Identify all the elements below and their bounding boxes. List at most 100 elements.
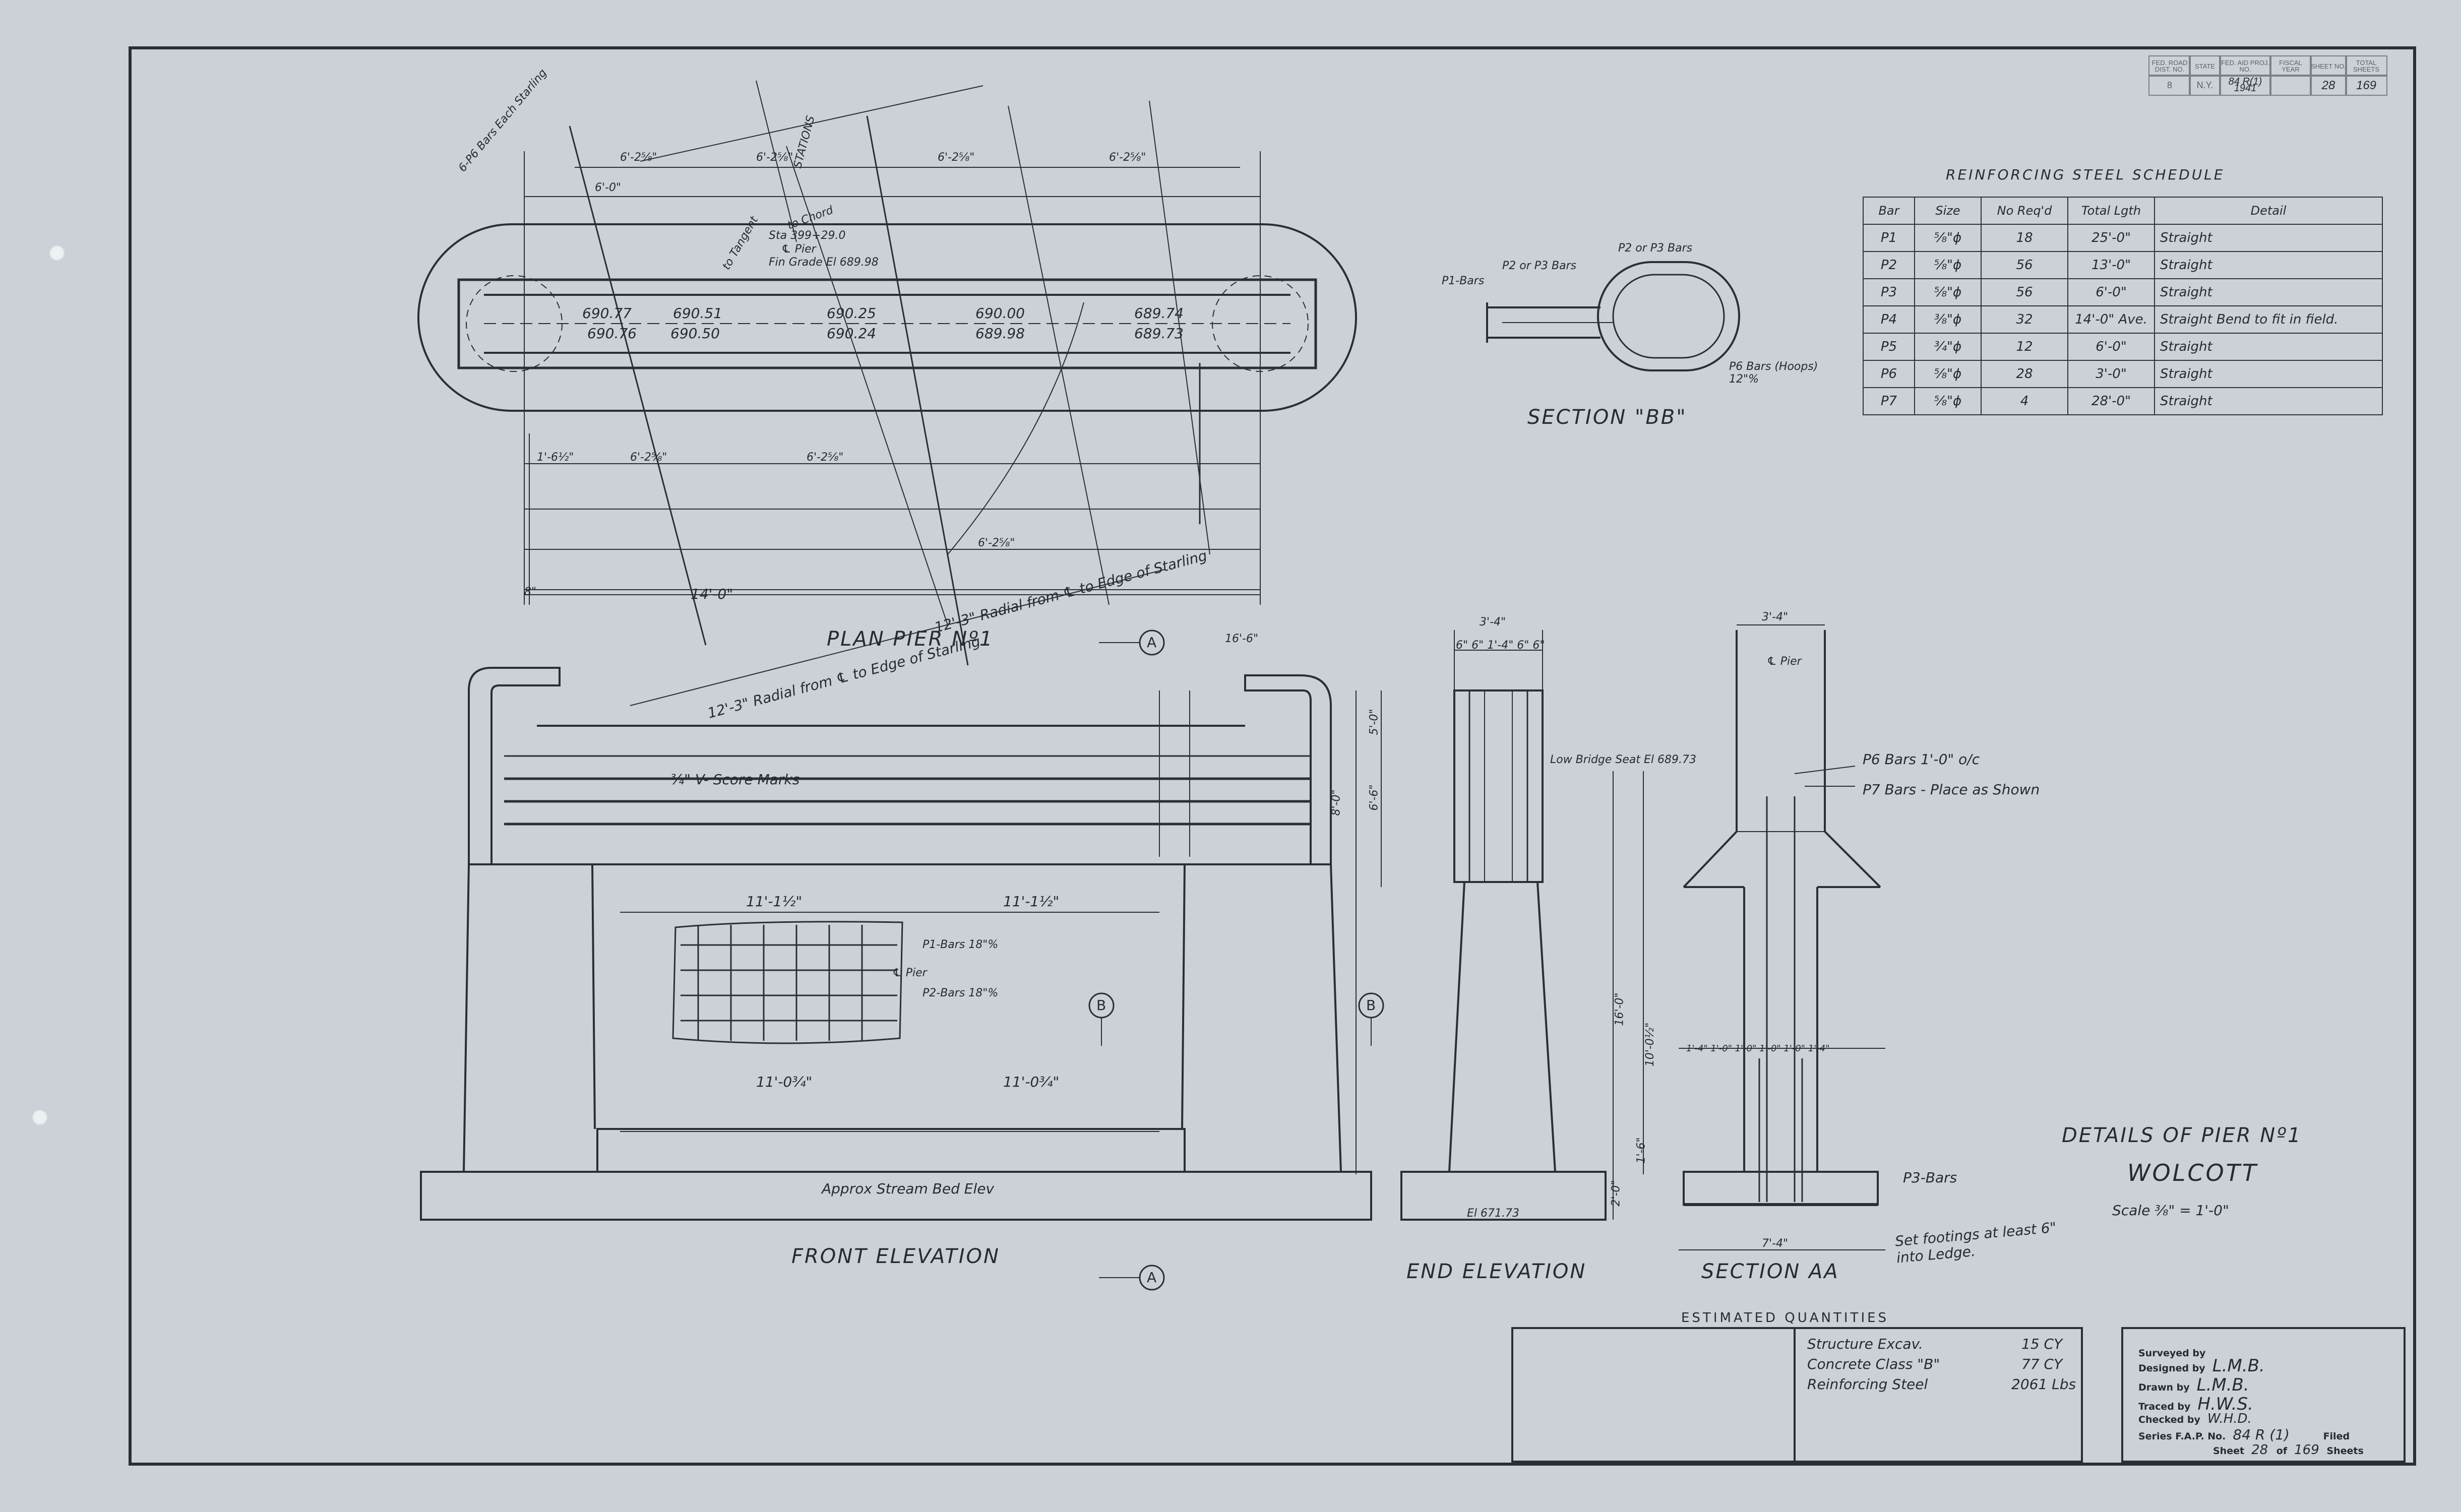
schedule-cell: P5 (1863, 333, 1915, 361)
schedule-cell: 32 (1981, 305, 2068, 334)
schedule-row: P1 ⅝"ϕ 18 25'-0" Straight (1863, 224, 2383, 252)
details-title: DETAILS OF PIER Nº1 (2062, 1124, 2302, 1147)
section-bb-p2p3-right: P2 or P3 Bars (1618, 242, 1693, 255)
section-aa-drawing (1679, 624, 1885, 1250)
tb-of-label: of (2276, 1445, 2288, 1457)
schedule-cell: 56 (1981, 278, 2068, 306)
end-sub-dims: 6" 6" 1'-4" 6" 6" (1456, 639, 1545, 652)
project-stamp: FED. ROAD DIST. NO. STATE FED. AID PROJ.… (2148, 55, 2390, 96)
stamp-value-2: 84 R(1) 1941 (2219, 75, 2271, 96)
plan-elev-2-4: 689.73 (1134, 325, 1184, 342)
schedule-row: P5 ¾"ϕ 12 6'-0" Straight (1863, 333, 2383, 361)
tb-checked: Checked by W.H.D. (2138, 1411, 2252, 1426)
schedule-cell: 28'-0" (2067, 387, 2155, 415)
tb-checked-label: Checked by (2138, 1414, 2200, 1425)
schedule-row: P7 ⅝"ϕ 4 28'-0" Straight (1863, 387, 2383, 415)
tb-series-label: Series F.A.P. No. (2138, 1431, 2226, 1442)
quantity-label-1: Concrete Class "B" (1807, 1356, 1940, 1372)
plan-elev-1-2: 690.25 (827, 305, 876, 322)
section-bb-drawing (1486, 261, 1740, 371)
section-bb-p2p3-left: P2 or P3 Bars (1502, 260, 1577, 272)
section-aa-dims: 1'-4" 1'-0" 1'-0" 1'-0" 1'-0" 1'-4" (1686, 1043, 1830, 1054)
schedule-cell: 3'-0" (2067, 360, 2155, 388)
schedule-cell: 56 (1981, 251, 2068, 279)
end-dim-1: 10'-0½" (1644, 1022, 1657, 1067)
tb-sheets-label: Sheets (2326, 1445, 2364, 1457)
end-dim-0: 16'-0" (1613, 992, 1626, 1026)
plan-bottom-dim-2: 6'-2⅝" (978, 537, 1015, 549)
tb-series: Series F.A.P. No.84 R (1) Filed (2138, 1426, 2350, 1443)
plan-elev-1-4: 689.74 (1134, 305, 1184, 322)
front-dim-right-1: 8'-0" (1330, 789, 1343, 816)
section-bb-title: SECTION "BB" (1527, 406, 1687, 429)
tb-surveyed-label: Surveyed by (2138, 1348, 2206, 1359)
section-aa-width: 7'-4" (1762, 1237, 1789, 1250)
tb-surveyed: Surveyed by (2138, 1341, 2212, 1361)
schedule-cell: P1 (1863, 224, 1915, 252)
section-bb-p6: P6 Bars (Hoops) 12"% (1729, 360, 1818, 386)
plan-pier-drawing (417, 80, 1357, 706)
section-bb-p1: P1-Bars (1442, 275, 1485, 287)
section-aa-p7: P7 Bars - Place as Shown (1863, 781, 2040, 798)
stamp-value-4: 28 (2310, 75, 2347, 96)
schedule-cell: 28 (1981, 360, 2068, 388)
section-aa-title: SECTION AA (1701, 1260, 1839, 1283)
front-elevation-title: FRONT ELEVATION (791, 1245, 1000, 1268)
schedule-cell: 6'-0" (2067, 333, 2155, 361)
plan-top-dim-3: 6'-2⅝" (1109, 151, 1146, 164)
schedule-header-length: Total Lgth (2067, 197, 2155, 225)
front-dim-bot-right: 11'-0¾" (1003, 1074, 1060, 1090)
schedule-cell: ⅝"ϕ (1914, 251, 1982, 279)
tb-total-value: 169 (2294, 1442, 2319, 1458)
front-dim-top-right: 11'-1½" (1003, 893, 1060, 910)
end-elevation-title: END ELEVATION (1406, 1260, 1587, 1283)
plan-top-dim-2: 6'-2⅝" (938, 151, 975, 164)
schedule-header-size: Size (1914, 197, 1982, 225)
tb-drawn-value: L.M.B. (2196, 1375, 2249, 1395)
plan-top-dim-0: 6'-2⅝" (620, 151, 657, 164)
front-elevation-drawing (420, 629, 1384, 1291)
section-aa-pier: ℄ Pier (1767, 655, 1802, 668)
schedule-cell: ⅝"ϕ (1914, 278, 1982, 306)
binder-hole-bottom (31, 1109, 48, 1126)
schedule-cell: ¾"ϕ (1914, 333, 1982, 361)
schedule-header-row: Bar Size No Req'd Total Lgth Detail (1863, 197, 2383, 225)
tb-drawn-label: Drawn by (2138, 1382, 2190, 1393)
section-aa-p3: P3-Bars (1903, 1169, 1957, 1186)
schedule-cell: ⅜"ϕ (1914, 305, 1982, 334)
tb-checked-value: W.H.D. (2207, 1411, 2252, 1426)
details-name: WOLCOTT (2127, 1159, 2258, 1186)
tb-series-value: 84 R (1) (2233, 1426, 2290, 1443)
end-top-dim: 3'-4" (1480, 616, 1506, 628)
schedule-cell: 25'-0" (2067, 224, 2155, 252)
plan-station: Sta 399+29.0 (769, 229, 846, 242)
stamp-header-2: FED. AID PROJ. NO. (2219, 55, 2271, 77)
front-dim-bot-left: 11'-0¾" (756, 1074, 813, 1090)
schedule-cell: Straight (2154, 251, 2383, 279)
section-aa-top-dim: 3'-4" (1762, 611, 1789, 623)
schedule-row: P6 ⅝"ϕ 28 3'-0" Straight (1863, 360, 2383, 388)
tb-designed-value: L.M.B. (2212, 1356, 2265, 1376)
plan-title: PLAN PIER Nº1 (827, 627, 994, 651)
schedule-row: P2 ⅝"ϕ 56 13'-0" Straight (1863, 251, 2383, 279)
reinforcing-schedule-table: Bar Size No Req'd Total Lgth Detail P1 ⅝… (1863, 197, 2383, 415)
schedule-cell: 6'-0" (2067, 278, 2155, 306)
schedule-cell: 14'-0" Ave. (2067, 305, 2155, 334)
plan-overall: 14'-0" (691, 586, 733, 602)
schedule-row: P4 ⅜"ϕ 32 14'-0" Ave. Straight Bend to f… (1863, 305, 2383, 334)
end-el: El 671.73 (1467, 1207, 1519, 1220)
end-dim-2: 1'-6" (1635, 1137, 1648, 1164)
end-bridge-seat: Low Bridge Seat El 689.73 (1550, 753, 1696, 766)
front-dim-top-left: 11'-1½" (746, 893, 803, 910)
schedule-cell: Straight (2154, 224, 2383, 252)
schedule-cell: Straight (2154, 278, 2383, 306)
binder-hole-top (48, 244, 66, 262)
schedule-cell: P7 (1863, 387, 1915, 415)
front-p2bars: P2-Bars 18"% (922, 987, 999, 999)
plan-six-ft: 6'-0" (595, 181, 622, 194)
schedule-cell: Straight Bend to fit in field. (2154, 305, 2383, 334)
